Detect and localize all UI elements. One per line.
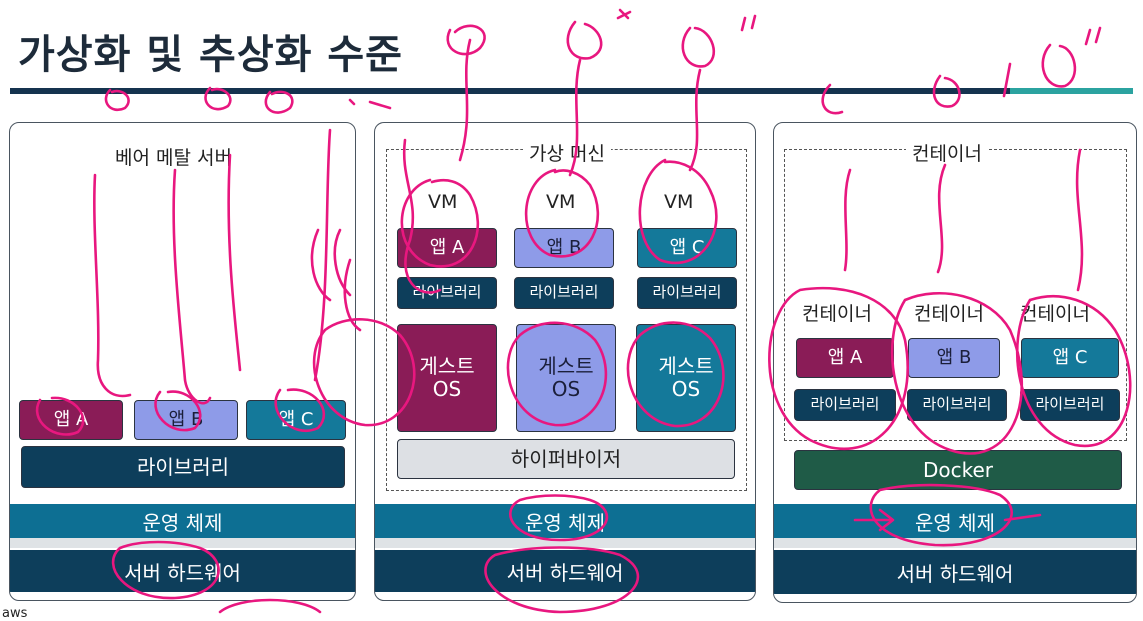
- container-os: 운영 체제: [774, 504, 1136, 538]
- vm-library-3: 라이브러리: [637, 277, 737, 309]
- virtual-machine-panel: 가상 머신 VM VM VM 앱 A 앱 B 앱 C 라이브러리 라이브러리 라…: [374, 122, 756, 601]
- vm-library-1: 라이브러리: [397, 277, 497, 309]
- vm-library-2: 라이브러리: [514, 277, 614, 309]
- container-label-3: 컨테이너: [1020, 303, 1090, 325]
- container-label-1: 컨테이너: [802, 303, 872, 325]
- bare-metal-os: 운영 체제: [10, 504, 355, 538]
- container-library-2: 라이브러리: [907, 389, 1007, 421]
- container-panel: 컨테이너 컨테이너 컨테이너 컨테이너 앱 A 앱 B 앱 C 라이브러리 라이…: [773, 122, 1137, 603]
- container-app-c: 앱 C: [1021, 338, 1119, 378]
- vm-divider: [375, 538, 755, 548]
- vm-label-2: VM: [546, 191, 576, 213]
- vm-label-1: VM: [428, 191, 458, 213]
- container-app-a: 앱 A: [796, 338, 894, 378]
- container-label-2: 컨테이너: [914, 303, 984, 325]
- bare-metal-app-b: 앱 B: [134, 400, 238, 440]
- container-app-b: 앱 B: [908, 338, 1000, 378]
- bare-metal-label: 베어 메탈 서버: [115, 147, 232, 169]
- container-hardware: 서버 하드웨어: [774, 550, 1136, 594]
- vm-hardware: 서버 하드웨어: [375, 550, 755, 592]
- vm-guest-os-3: 게스트 OS: [636, 324, 736, 432]
- vm-app-a: 앱 A: [397, 228, 497, 268]
- bare-metal-divider: [10, 538, 355, 548]
- vm-guest-os-1: 게스트 OS: [397, 324, 497, 432]
- container-label: 컨테이너: [906, 139, 988, 166]
- title-underline-dark: [10, 88, 1010, 94]
- bare-metal-panel: 베어 메탈 서버 앱 A 앱 B 앱 C 라이브러리 운영 체제 서버 하드웨어: [9, 122, 356, 601]
- bare-metal-app-a: 앱 A: [19, 400, 123, 440]
- container-divider: [774, 538, 1136, 548]
- vm-label-3: VM: [664, 191, 694, 213]
- virtual-machine-label: 가상 머신: [523, 139, 611, 166]
- vm-os: 운영 체제: [375, 504, 755, 538]
- vm-app-c: 앱 C: [637, 228, 737, 268]
- container-docker-engine: Docker: [794, 450, 1122, 490]
- container-library-1: 라이브러리: [794, 389, 896, 421]
- bare-metal-library: 라이브러리: [21, 446, 345, 488]
- bare-metal-app-c: 앱 C: [246, 400, 346, 440]
- page-title: 가상화 및 추상화 수준: [18, 32, 403, 78]
- bare-metal-hardware: 서버 하드웨어: [10, 550, 355, 592]
- aws-logo: aws: [2, 606, 28, 621]
- vm-hypervisor: 하이퍼바이저: [397, 439, 735, 479]
- vm-guest-os-2: 게스트 OS: [516, 324, 616, 432]
- container-library-3: 라이브러리: [1020, 389, 1120, 421]
- title-underline: [10, 88, 1133, 94]
- vm-app-b: 앱 B: [514, 228, 614, 268]
- title-underline-accent: [1010, 88, 1133, 94]
